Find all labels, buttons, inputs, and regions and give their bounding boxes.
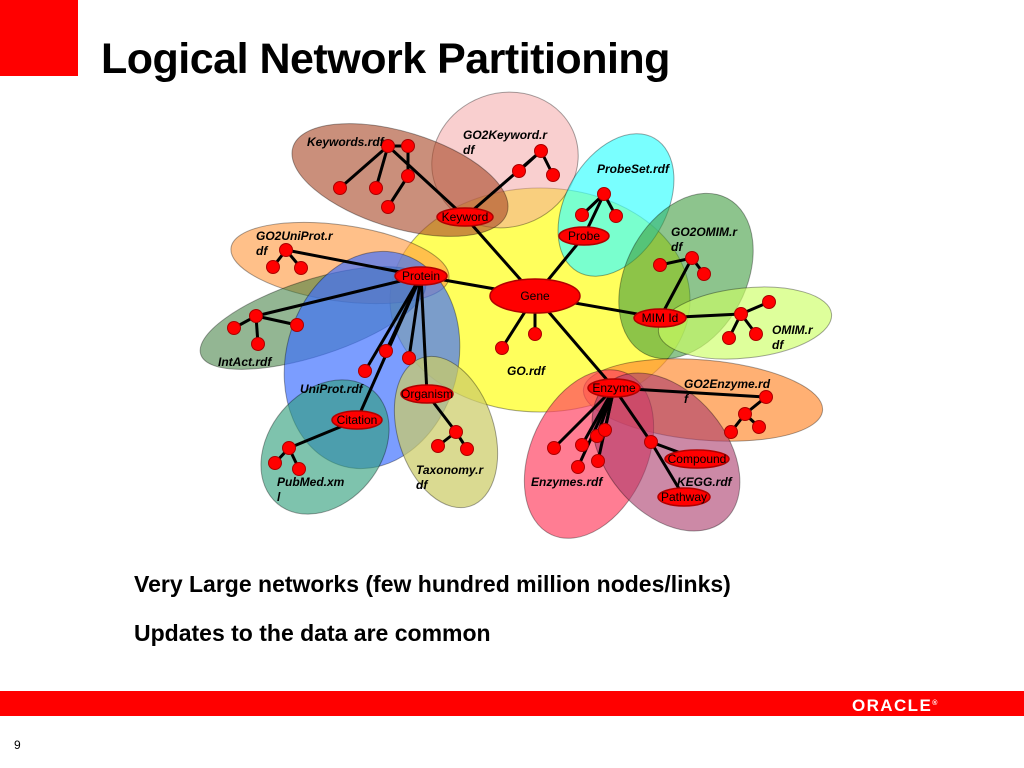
node-compound xyxy=(664,449,730,469)
label-intact-rdf: IntAct.rdf xyxy=(218,355,272,369)
label-enzymes-rdf: Enzymes.rdf xyxy=(531,475,603,489)
node-label-pathway: Pathway xyxy=(661,490,707,504)
node-organism xyxy=(400,384,454,404)
network-diagram: Keyword Probe Protein Gene MIM Id Organi… xyxy=(199,91,833,539)
oracle-logo-text: ORACLE xyxy=(852,696,933,715)
label-go-rdf: GO.rdf xyxy=(507,364,546,378)
node-protein xyxy=(394,266,448,286)
label-uniprot-rdf: UniProt.rdf xyxy=(300,382,364,396)
node-label-protein: Protein xyxy=(402,269,440,283)
partition-omim xyxy=(657,286,833,360)
node-label-mim-id: MIM Id xyxy=(642,311,679,325)
node-label-gene: Gene xyxy=(520,289,550,303)
node-label-compound: Compound xyxy=(668,452,727,466)
footer-bar xyxy=(0,691,1024,716)
registered-mark: ® xyxy=(932,700,938,707)
label-kegg-rdf: KEGG.rdf xyxy=(677,475,733,489)
label-probeset-rdf: ProbeSet.rdf xyxy=(597,162,670,176)
node-pathway xyxy=(657,487,711,507)
node-keyword xyxy=(436,207,494,227)
node-label-citation: Citation xyxy=(337,413,378,427)
label-keywords-rdf: Keywords.rdf xyxy=(307,135,385,149)
bullet-updates-common: Updates to the data are common xyxy=(134,620,491,646)
node-label-probe: Probe xyxy=(568,229,600,243)
node-label-organism: Organism xyxy=(401,387,453,401)
slide-title: Logical Network Partitioning xyxy=(101,35,670,83)
node-gene xyxy=(489,278,581,314)
node-citation xyxy=(331,410,383,430)
corner-accent xyxy=(0,0,78,76)
page-number: 9 xyxy=(14,738,21,752)
leaf-nodes xyxy=(227,139,776,476)
oracle-logo: ORACLE® xyxy=(852,693,937,716)
node-label-keyword: Keyword xyxy=(442,210,489,224)
node-mim-id xyxy=(633,308,687,328)
node-enzyme xyxy=(587,378,641,398)
bullet-large-networks: Very Large networks (few hundred million… xyxy=(134,571,731,597)
node-label-enzyme: Enzyme xyxy=(592,381,636,395)
node-probe xyxy=(558,226,610,246)
